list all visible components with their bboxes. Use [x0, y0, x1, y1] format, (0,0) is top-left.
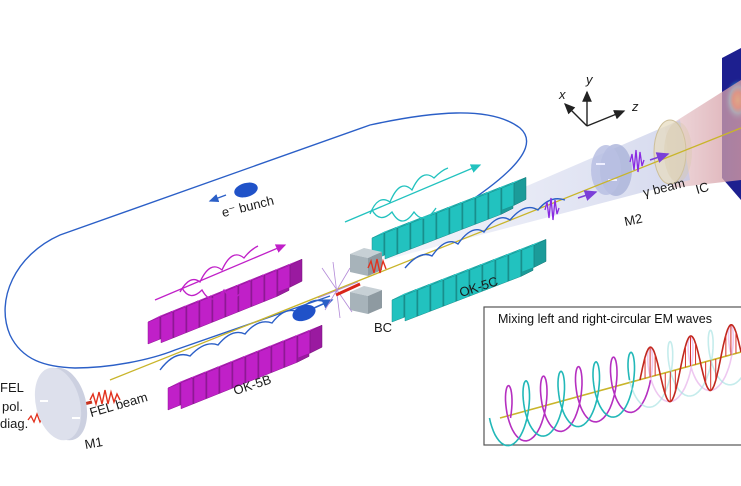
ok5b-lower-block-front — [180, 377, 194, 410]
inset-title: Mixing left and right-circular EM waves — [498, 312, 712, 326]
inset-right-circular-helix — [488, 351, 636, 447]
ok5c-undulator — [371, 176, 547, 323]
ok5c-upper-block-front — [501, 183, 515, 211]
ic-collimator — [653, 119, 692, 185]
ok5c-lower-block-front — [430, 280, 444, 312]
ok5c-upper-block-front — [397, 223, 411, 255]
ok5c-lower-block-front — [391, 295, 405, 323]
ok5c-upper-block-front — [384, 228, 398, 260]
ok5b-lower-block-front — [284, 336, 298, 368]
ok5b-lower-block-front — [167, 382, 181, 411]
ok5c-lower-block-side — [533, 238, 547, 268]
ok5c-upper-block-front — [436, 208, 450, 240]
ok5c-upper-block-front — [462, 198, 476, 230]
ok5b-upper-block-front — [173, 306, 187, 338]
ok5c-lower-block-front — [443, 275, 457, 307]
ok5c-upper-block-front — [475, 193, 489, 225]
fel-arrow-bc — [335, 282, 361, 297]
label-m1: M1 — [83, 434, 104, 452]
ok5c-lower-block-front — [508, 250, 522, 282]
interaction-point-star — [317, 261, 359, 319]
gamma-pulse-1 — [544, 197, 560, 221]
ok5c-upper-block-side — [513, 176, 527, 206]
label-axis-y: y — [586, 72, 593, 87]
ok5b-lower-block-front — [193, 372, 207, 404]
left-circular-wave-icon — [154, 244, 287, 301]
gamma-arrow-2 — [649, 152, 670, 163]
fel-pulse-bc — [367, 258, 387, 274]
label-axis-x: x — [559, 87, 566, 102]
electron-orbit — [4, 112, 528, 369]
m1-mirror — [34, 367, 88, 441]
ok5b-upper-block-front — [277, 264, 291, 293]
m2-mirror — [591, 144, 632, 196]
ok5b-upper-block-front — [238, 280, 252, 312]
ok5b-upper-block-side — [289, 258, 303, 288]
ok5c-lower-block-front — [404, 290, 418, 322]
ok5b-undulator — [147, 258, 323, 411]
ok5b-upper-block-front — [251, 275, 265, 307]
electron-wiggle-ok5c — [404, 198, 566, 269]
ok5b-upper-block-front — [199, 296, 213, 328]
bunch-direction-arrow — [313, 299, 334, 309]
orbit-direction-arrow — [208, 194, 227, 202]
label-bc: BC — [374, 320, 393, 335]
ok5c-lower-block-front — [417, 285, 431, 317]
ok5b-upper-block-front — [186, 301, 200, 333]
ok5c-upper-block-front — [449, 203, 463, 235]
ok5b-lower-block-front — [206, 367, 220, 399]
electron-bunch-icon — [234, 182, 258, 198]
ok5b-upper-block-front — [147, 316, 161, 345]
label-fel-line3: diag. — [0, 416, 29, 431]
inset-left-circular-helix — [504, 356, 652, 442]
electron-bunch-icon-2 — [292, 304, 316, 322]
ok5b-lower-block-front — [219, 362, 233, 394]
label-fel-line1: FEL — [0, 380, 24, 395]
ok5c-upper-block-front — [488, 188, 502, 220]
gamma-pulse-2 — [629, 149, 645, 173]
ok5c-upper-block-front — [410, 218, 424, 250]
gamma-arrow-1 — [577, 190, 598, 201]
ok5b-lower-block-front — [271, 341, 285, 373]
label-axis-z: z — [632, 99, 639, 114]
label-fel-line2: pol. — [2, 399, 23, 414]
ok5b-lower-block-side — [309, 324, 323, 354]
bc-chicane-magnet — [350, 248, 382, 314]
ok5b-lower-block-front — [297, 330, 311, 359]
fel-pulse-m1 — [89, 389, 121, 407]
ok5c-lower-block-front — [521, 245, 535, 273]
ok5b-upper-block-front — [160, 311, 174, 344]
ok5b-upper-block-front — [225, 285, 239, 318]
right-circular-wave-icon — [344, 164, 482, 223]
coordinate-axes — [564, 90, 626, 127]
ok5b-upper-block-front — [264, 270, 278, 302]
inset-right-circular-faded — [628, 329, 741, 409]
inset-panel — [483, 306, 741, 447]
